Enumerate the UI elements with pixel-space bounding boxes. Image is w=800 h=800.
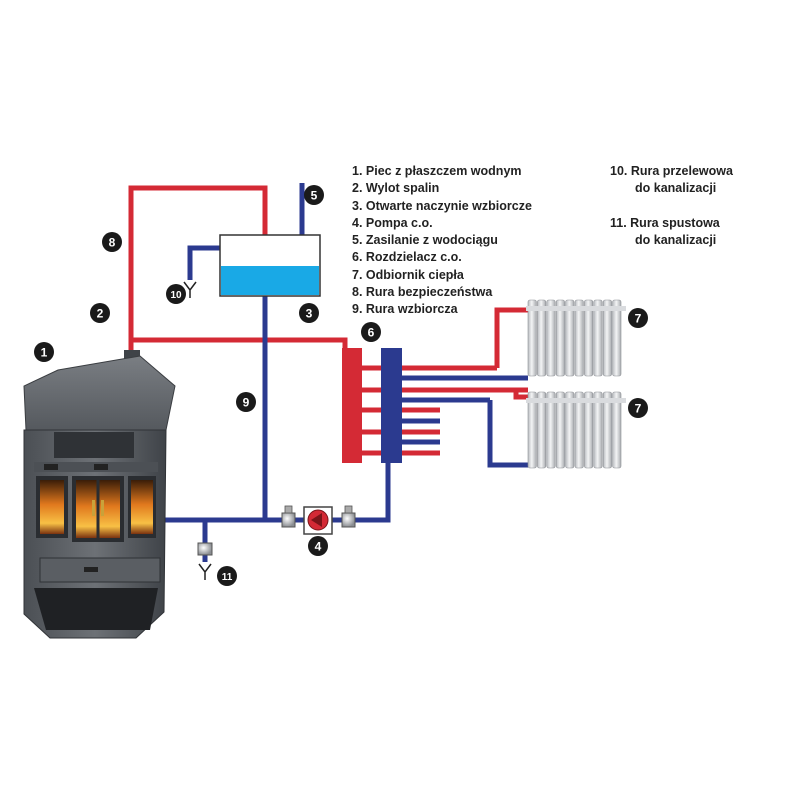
drain-funnel-icon — [198, 563, 212, 580]
legend-gap — [610, 198, 733, 215]
svg-text:9: 9 — [243, 396, 250, 410]
legend-list: 1. Piec z płaszczem wodnym 2. Wylot spal… — [352, 163, 532, 319]
marker-9: 9 — [236, 392, 256, 412]
legend-item-4: 4. Pompa c.o. — [352, 215, 433, 230]
svg-text:6: 6 — [368, 326, 375, 340]
overflow-pipe — [187, 245, 220, 280]
marker-11: 11 — [217, 566, 237, 586]
radiator-fin — [574, 391, 584, 469]
radiator-fin — [593, 391, 603, 469]
radiator-fin — [602, 391, 612, 469]
legend-item-6: 6. Rozdzielacz c.o. — [352, 250, 462, 265]
radiator-2-return — [487, 400, 528, 468]
radiator-fin — [612, 391, 622, 469]
svg-text:1: 1 — [41, 346, 48, 360]
marker-2: 2 — [90, 303, 110, 323]
radiator-fin — [565, 391, 575, 469]
radiator-2-supply — [513, 390, 528, 400]
overflow-funnel-icon — [183, 281, 197, 298]
marker-6: 6 — [361, 322, 381, 342]
radiator-fin — [574, 299, 584, 377]
marker-7b: 7 — [628, 398, 648, 418]
svg-text:8: 8 — [109, 236, 116, 250]
drain-valve-icon — [197, 542, 213, 556]
stove-icon — [23, 350, 176, 639]
svg-text:11: 11 — [222, 572, 233, 583]
cold-pipes — [162, 183, 528, 562]
radiator-fin — [527, 391, 537, 469]
radiator-fin — [584, 299, 594, 377]
radiator-fin — [565, 299, 575, 377]
legend-item-7: 7. Odbiornik ciepła — [352, 267, 464, 282]
svg-text:7: 7 — [635, 312, 642, 326]
radiator-fin — [546, 391, 556, 469]
legend-list-right: 10. Rura przelewowa do kanalizacji 11. R… — [610, 163, 733, 249]
radiator-fin — [593, 299, 603, 377]
svg-text:2: 2 — [97, 307, 104, 321]
radiator-header — [526, 306, 626, 311]
legend-item-9: 9. Rura wzbiorcza — [352, 302, 458, 317]
marker-4: 4 — [308, 536, 328, 556]
radiator-fin — [537, 299, 547, 377]
svg-text:5: 5 — [311, 189, 318, 203]
marker-1: 1 — [34, 342, 54, 362]
svg-text:7: 7 — [635, 402, 642, 416]
legend-item-3: 3. Otwarte naczynie wzbiorcze — [352, 198, 532, 213]
valve-icon — [281, 505, 296, 528]
radiator-fin — [555, 299, 565, 377]
expansion-tank — [219, 234, 321, 297]
radiator-fin — [555, 391, 565, 469]
tank-water — [221, 266, 319, 295]
marker-10: 10 — [166, 284, 186, 304]
flame-icon — [40, 480, 64, 534]
legend-item-10: 10. Rura przelewowa — [610, 164, 733, 178]
marker-8: 8 — [102, 232, 122, 252]
legend-item-10-cont: do kanalizacji — [635, 181, 717, 196]
radiator-fin — [602, 299, 612, 377]
safety-pipe — [128, 185, 268, 356]
marker-7a: 7 — [628, 308, 648, 328]
radiator-fin — [612, 299, 622, 377]
radiator-fin — [527, 299, 537, 377]
radiator-icon — [526, 299, 626, 377]
legend-item-5: 5. Zasilanie z wodociągu — [352, 233, 498, 248]
distributor-cold — [381, 348, 402, 463]
legend-item-2: 2. Wylot spalin — [352, 181, 440, 196]
legend-item-11: 11. Rura spustowa — [610, 215, 720, 230]
svg-text:4: 4 — [315, 540, 322, 554]
svg-text:3: 3 — [306, 307, 313, 321]
radiator-icon — [526, 391, 626, 469]
svg-text:10: 10 — [170, 290, 182, 301]
legend-item-1: 1. Piec z płaszczem wodnym — [352, 164, 522, 178]
legend-item-11-cont: do kanalizacji — [635, 232, 717, 247]
distributor-hot — [342, 348, 362, 463]
supply-pipe — [131, 337, 348, 352]
marker-5: 5 — [304, 185, 324, 205]
radiator-fin — [537, 391, 547, 469]
legend-item-8: 8. Rura bezpieczeństwa — [352, 285, 493, 300]
radiator-fin — [546, 299, 556, 377]
flame-icon — [131, 480, 153, 534]
pump-icon — [303, 506, 333, 535]
radiator-header — [526, 398, 626, 403]
radiator-1-supply — [494, 307, 528, 368]
return-pipe — [162, 463, 391, 523]
marker-3: 3 — [299, 303, 319, 323]
radiator-fin — [584, 391, 594, 469]
valve-icon — [341, 505, 356, 528]
